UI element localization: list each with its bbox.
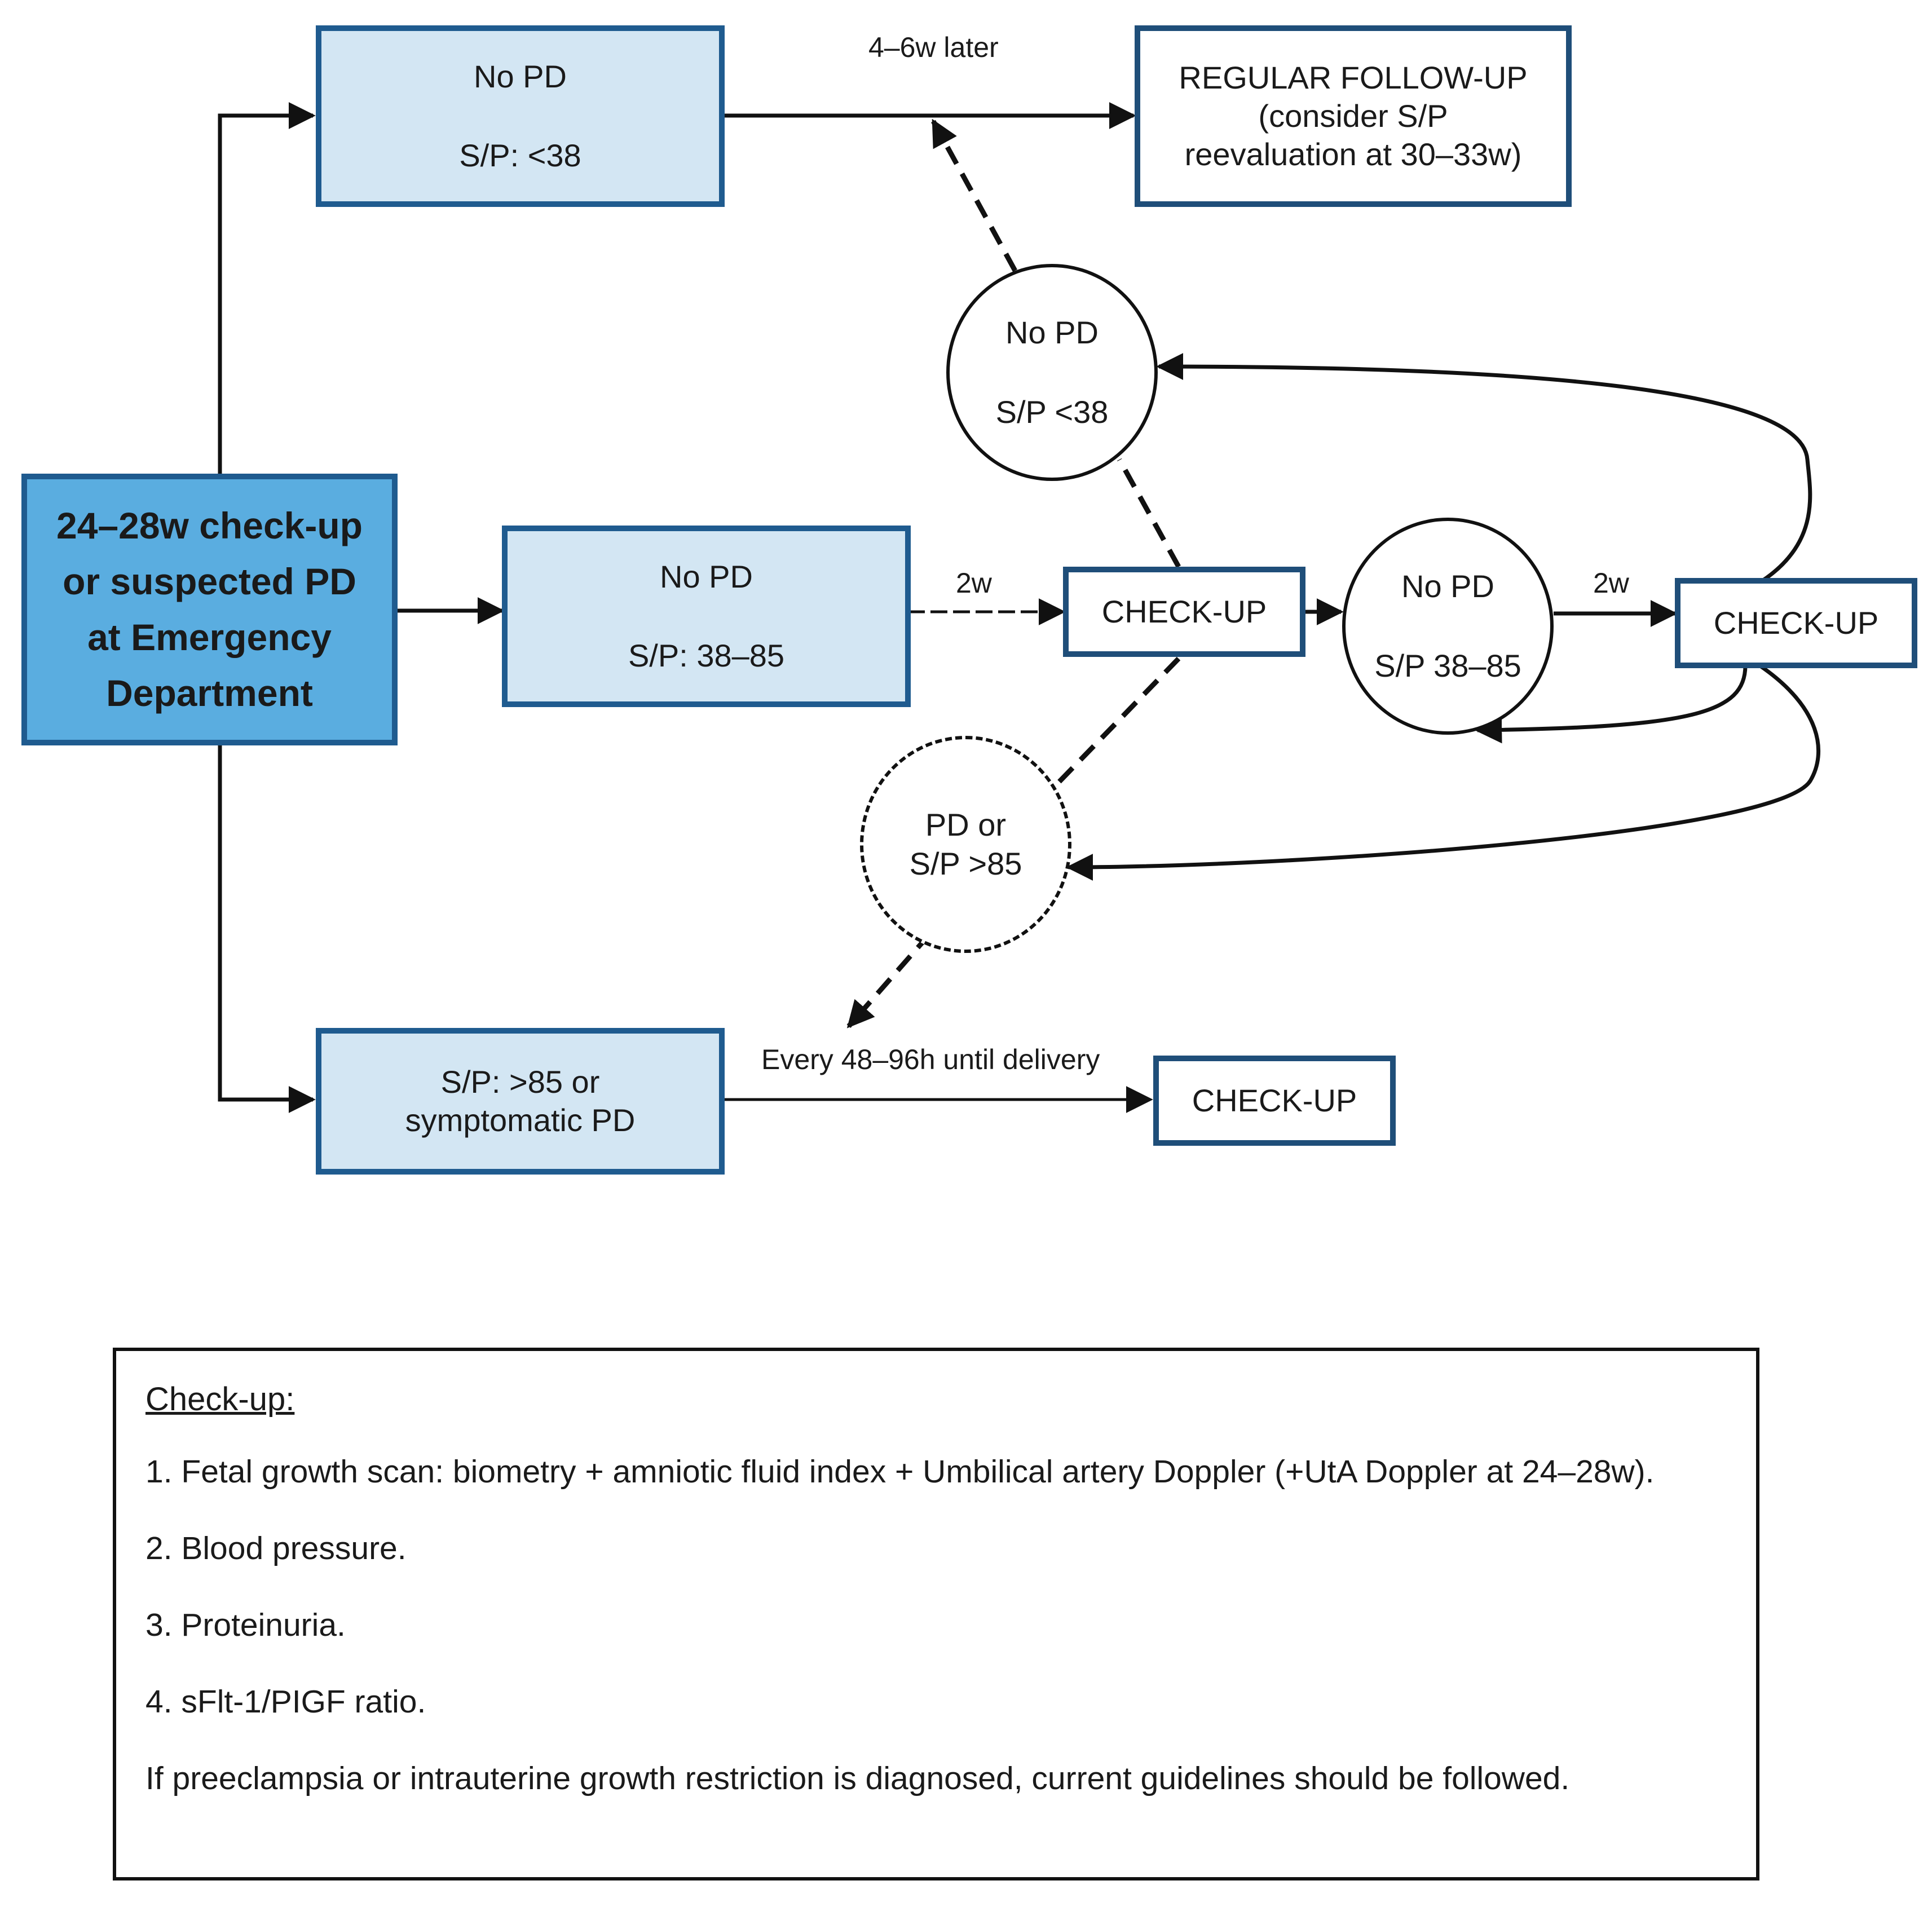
- start-line-1: 24–28w check-up: [56, 505, 363, 546]
- regular-line-1: REGULAR FOLLOW-UP: [1179, 59, 1528, 95]
- legend-item-4: 4. sFlt-1/PIGF ratio.: [145, 1684, 426, 1720]
- no-pd-low-title: No PD: [474, 58, 567, 94]
- edge-start-to-low: [218, 102, 316, 476]
- checkup-1-label: CHECK-UP: [1101, 593, 1267, 629]
- checkup-legend: Check-up: 1. Fetal growth scan: biometry…: [113, 1348, 1759, 1880]
- no-pd-mid-ratio: S/P: 38–85: [628, 638, 785, 673]
- label-2w-first: 2w: [956, 567, 992, 599]
- node-checkup-2: CHECK-UP: [1675, 578, 1917, 668]
- legend-item-3: 3. Proteinuria.: [145, 1607, 346, 1643]
- regular-line-3: reevaluation at 30–33w): [1184, 136, 1522, 173]
- node-no-pd-mid: No PD S/P: 38–85: [502, 526, 911, 707]
- legend-note: If preeclampsia or intrauterine growth r…: [145, 1760, 1570, 1796]
- checkup-3-label: CHECK-UP: [1192, 1082, 1357, 1118]
- node-high-risk: S/P: >85 or symptomatic PD: [316, 1028, 725, 1175]
- legend-item-1: 1. Fetal growth scan: biometry + amnioti…: [145, 1454, 1655, 1490]
- high-risk-line-1: S/P: >85 or: [440, 1063, 600, 1100]
- edge-checkup2-to-circle-high: [1066, 664, 1821, 881]
- label-every-48-96h: Every 48–96h until delivery: [761, 1044, 1100, 1075]
- label-4-6w-later: 4–6w later: [868, 32, 999, 63]
- high-risk-line-2: symptomatic PD: [405, 1102, 636, 1138]
- legend-heading: Check-up:: [145, 1381, 295, 1418]
- node-regular-followup: REGULAR FOLLOW-UP (consider S/P reevalua…: [1135, 25, 1572, 207]
- node-checkup-3: CHECK-UP: [1153, 1056, 1396, 1146]
- start-line-3: at Emergency: [87, 616, 332, 658]
- edge-start-to-high: [218, 741, 316, 1113]
- node-no-pd-low: No PD S/P: <38: [316, 25, 725, 207]
- circle-low-title: No PD: [1005, 315, 1099, 351]
- edge-checkup2-to-circle-low: [1156, 353, 1812, 582]
- legend-item-2: 2. Blood pressure.: [145, 1530, 407, 1566]
- start-line-4: Department: [106, 672, 313, 714]
- circle-high-line-1: PD or: [925, 807, 1007, 843]
- flow-connectors: [218, 102, 1821, 1113]
- no-pd-mid-title: No PD: [660, 558, 753, 594]
- circle-mid-title: No PD: [1401, 568, 1494, 604]
- node-circle-pd-high: PD or S/P >85: [860, 736, 1071, 953]
- node-circle-no-pd-low: No PD S/P <38: [946, 264, 1158, 481]
- edge-circle-high-to-high-risk: [846, 932, 933, 1028]
- circle-mid-ratio: S/P 38–85: [1374, 647, 1521, 683]
- circle-low-ratio: S/P <38: [995, 394, 1109, 430]
- label-2w-second: 2w: [1593, 567, 1629, 599]
- regular-line-2: (consider S/P: [1258, 98, 1448, 134]
- start-line-2: or suspected PD: [63, 560, 356, 602]
- node-start: 24–28w check-up or suspected PD at Emerg…: [21, 474, 398, 745]
- node-circle-no-pd-mid: No PD S/P 38–85: [1342, 518, 1554, 735]
- edge-checkup1-to-circle-low: [1117, 458, 1181, 568]
- circle-high-line-2: S/P >85: [909, 845, 1022, 881]
- no-pd-low-ratio: S/P: <38: [459, 138, 581, 173]
- checkup-2-label: CHECK-UP: [1713, 604, 1879, 641]
- edge-circle-low-to-followup: [931, 118, 1017, 272]
- edge-checkup2-to-circle-mid: [1475, 665, 1748, 744]
- node-checkup-1: CHECK-UP: [1063, 567, 1305, 657]
- edge-checkup1-to-circle-high: [1052, 656, 1181, 789]
